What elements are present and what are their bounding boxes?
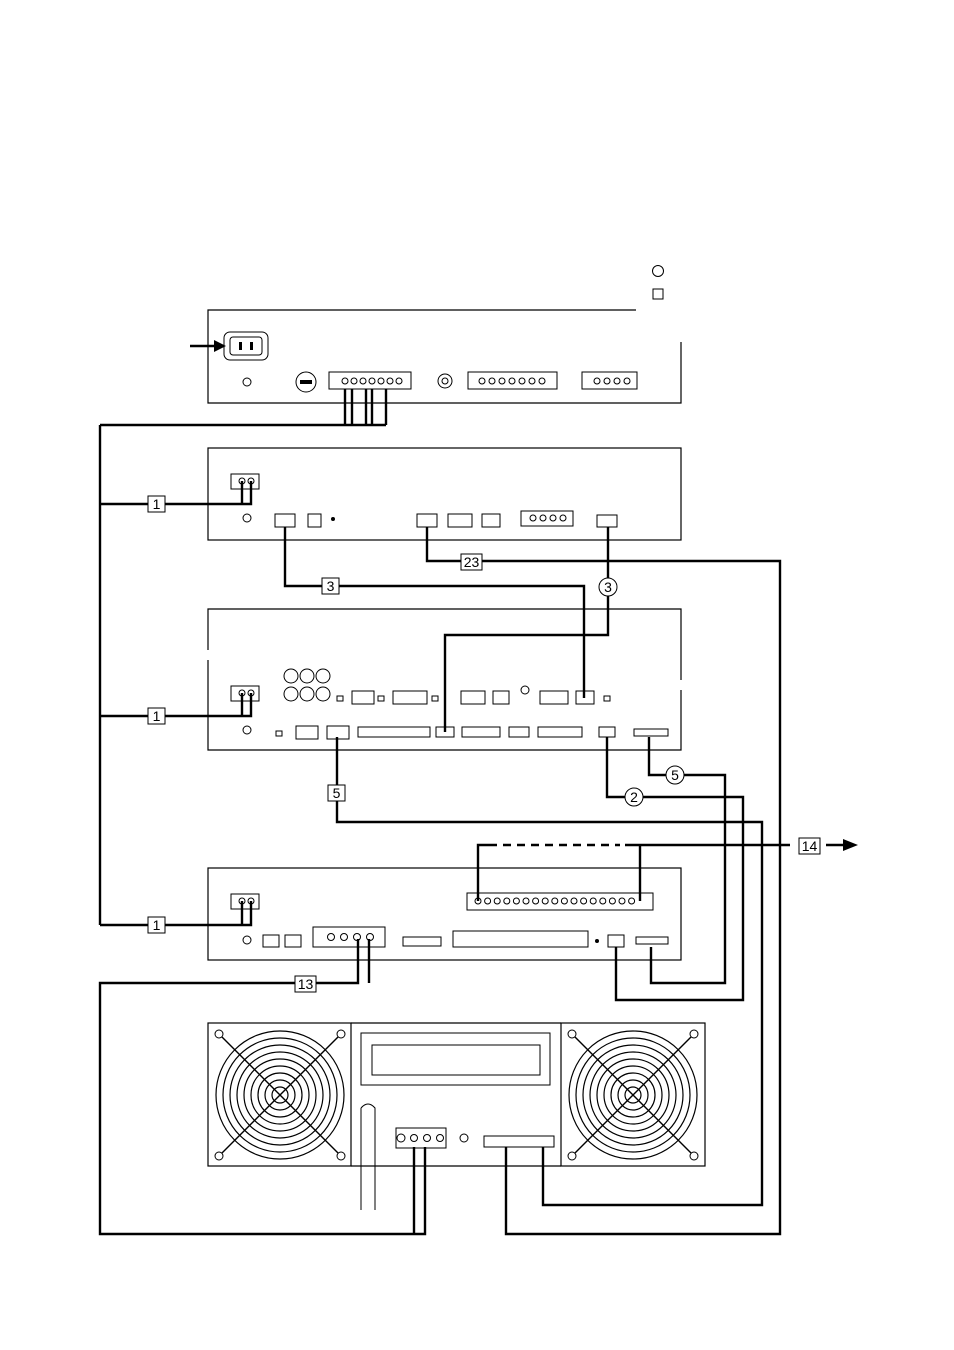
amplifier-rear-panel (208, 1023, 705, 1210)
terminal-block (521, 511, 573, 526)
cable-label-2-circle: 2 (630, 789, 638, 805)
ground-symbol-icon (243, 936, 251, 944)
connector (448, 514, 472, 527)
cable-labels: 1 1 1 3 3 23 5 5 2 14 13 (148, 496, 820, 992)
cable-label-13: 13 (298, 976, 314, 992)
ground-symbol-icon (243, 378, 251, 386)
connector (275, 514, 295, 527)
control-terminal-block (468, 372, 557, 389)
legend (653, 266, 664, 300)
usb-port (308, 514, 321, 527)
fuse-holder (438, 374, 452, 388)
amp-input-connectors (484, 1136, 554, 1147)
ground-symbol-icon (460, 1134, 468, 1142)
cable-label-23: 23 (464, 554, 480, 570)
cable-label-1: 1 (153, 496, 161, 512)
cable-label-14: 14 (802, 838, 818, 854)
connector (417, 514, 437, 527)
input-connector-strip (453, 931, 588, 947)
cable-label-5: 5 (333, 785, 341, 801)
fan-grille-right (568, 1030, 698, 1160)
cable-label-1: 1 (153, 917, 161, 933)
cable-label-5-circle: 5 (671, 767, 679, 783)
connector (597, 515, 617, 527)
power-supply-panel (190, 310, 681, 403)
long-terminal-strip (358, 727, 430, 737)
connector (482, 514, 500, 527)
ac-inlet (224, 332, 268, 360)
cable-label-3: 3 (327, 578, 335, 594)
legend-square-symbol (653, 289, 663, 299)
unit-4-panel (208, 868, 681, 960)
power-cord (361, 1104, 375, 1210)
ground-symbol-icon (243, 726, 251, 734)
unit-2-panel (208, 448, 681, 540)
fan-grille-left (215, 1030, 345, 1160)
speaker-output-terminal (396, 1128, 446, 1148)
ground-symbol-icon (243, 514, 251, 522)
output-terminal-block (329, 372, 411, 389)
wiring-lines (100, 389, 858, 1234)
legend-circle-symbol (653, 266, 664, 277)
cable-label-3-circle: 3 (604, 579, 612, 595)
cable-label-1: 1 (153, 708, 161, 724)
speaker-terminal-block (313, 927, 385, 947)
